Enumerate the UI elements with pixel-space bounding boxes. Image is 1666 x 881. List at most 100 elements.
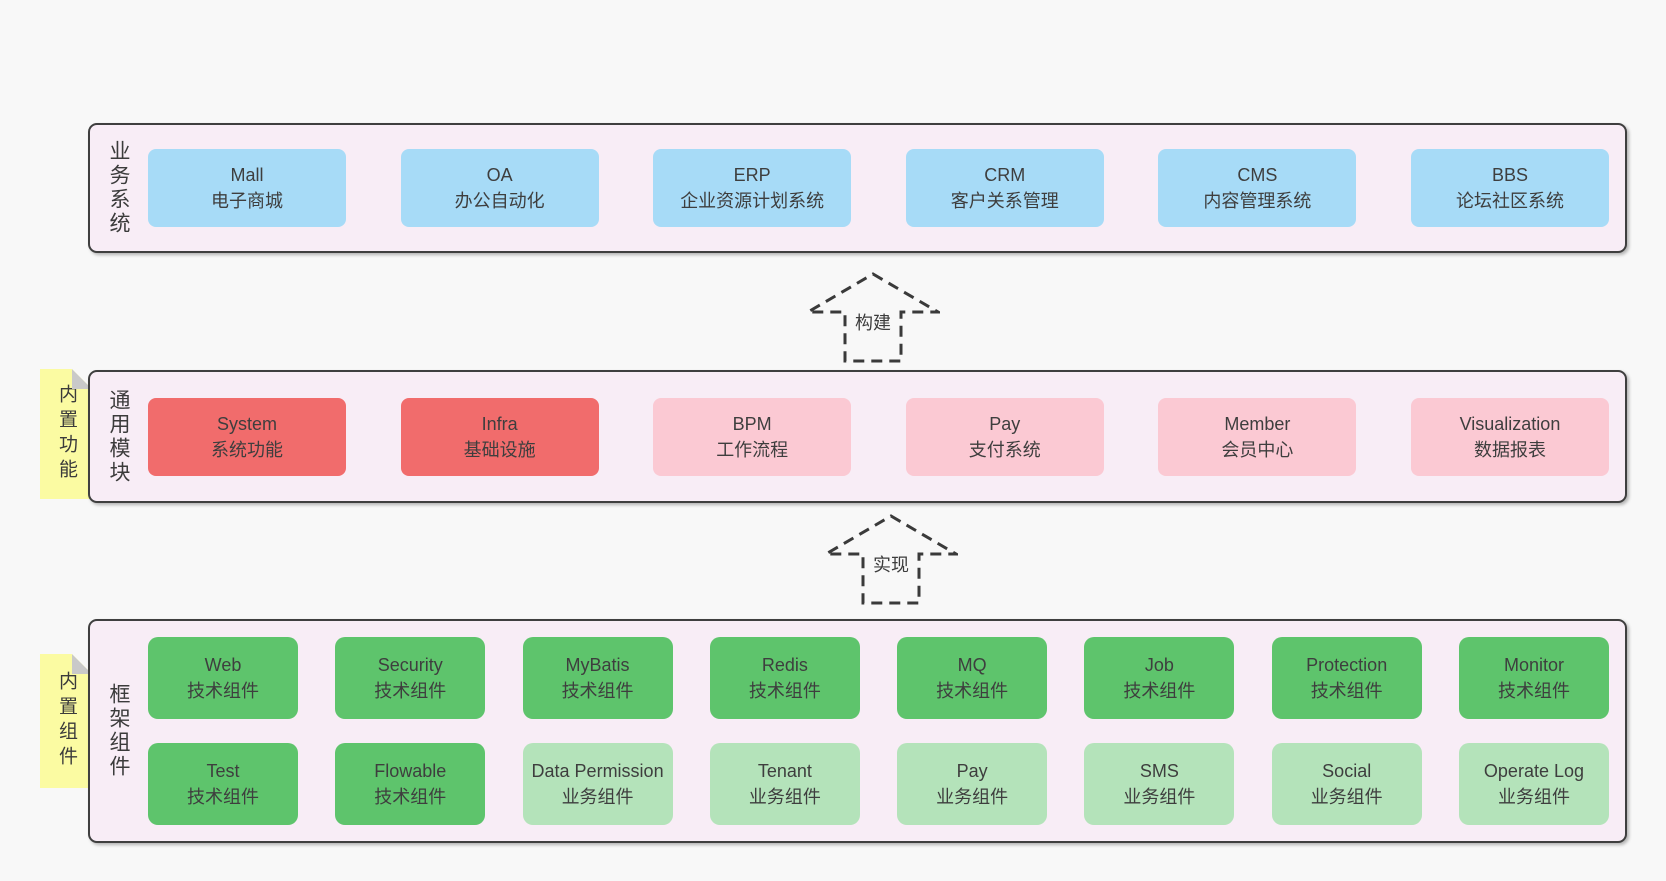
- node-pay-component: Pay 业务组件: [897, 743, 1048, 825]
- band-framework-components: 框架组件 Web 技术组件 Security 技术组件 MyBatis 技术组件: [88, 619, 1627, 843]
- node-subtitle: 企业资源计划系统: [680, 191, 825, 211]
- node-title: Social: [1322, 761, 1372, 781]
- node-subtitle: 业务组件: [1497, 787, 1570, 807]
- node-title: Operate Log: [1483, 761, 1584, 781]
- node-title: Job: [1144, 655, 1174, 675]
- arrow-implement: 实现: [824, 514, 958, 606]
- node-bpm: BPM 工作流程: [653, 397, 852, 476]
- node-subtitle: 业务组件: [1310, 787, 1383, 807]
- note-text: 内置功能: [56, 384, 77, 484]
- node-title: Protection: [1306, 655, 1388, 675]
- node-mybatis: MyBatis 技术组件: [522, 637, 673, 719]
- node-title: CMS: [1237, 165, 1278, 185]
- node-subtitle: 技术组件: [1123, 681, 1196, 701]
- node-title: Tenant: [757, 761, 812, 781]
- node-test: Test 技术组件: [148, 743, 298, 825]
- node-subtitle: 业务组件: [1123, 787, 1196, 807]
- node-subtitle: 客户关系管理: [950, 191, 1059, 211]
- node-operate-log: Operate Log 业务组件: [1458, 743, 1609, 825]
- node-title: Pay: [956, 761, 988, 781]
- node-subtitle: 技术组件: [187, 787, 259, 807]
- node-title: Mall: [230, 165, 264, 185]
- up-arrow-icon: [824, 514, 958, 605]
- node-subtitle: 业务组件: [561, 787, 634, 807]
- node-subtitle: 技术组件: [561, 681, 634, 701]
- node-title: MyBatis: [565, 655, 630, 675]
- node-sms: SMS 业务组件: [1084, 743, 1235, 825]
- arrow-label-implement: 实现: [870, 550, 912, 578]
- node-title: OA: [486, 165, 513, 185]
- node-security: Security 技术组件: [335, 637, 486, 719]
- node-subtitle: 系统功能: [211, 439, 283, 460]
- node-subtitle: 基础设施: [463, 439, 536, 460]
- node-subtitle: 技术组件: [1310, 681, 1383, 701]
- node-redis: Redis 技术组件: [709, 637, 860, 719]
- node-subtitle: 技术组件: [187, 681, 259, 701]
- node-protection: Protection 技术组件: [1271, 637, 1422, 719]
- node-data-permission: Data Permission 业务组件: [522, 743, 673, 825]
- node-title: MQ: [957, 655, 987, 675]
- node-subtitle: 会员中心: [1221, 439, 1294, 460]
- node-mall: Mall 电子商城: [148, 149, 346, 227]
- arrow-label-build: 构建: [852, 308, 894, 336]
- node-member: Member 会员中心: [1158, 397, 1357, 476]
- node-bbs: BBS 论坛社区系统: [1410, 149, 1609, 227]
- node-mq: MQ 技术组件: [897, 637, 1048, 719]
- band-label-business-systems: 业务系统: [107, 140, 130, 236]
- node-title: BBS: [1491, 165, 1528, 185]
- band-label-framework-components: 框架组件: [107, 683, 130, 779]
- node-crm: CRM 客户关系管理: [905, 149, 1104, 227]
- node-subtitle: 技术组件: [936, 681, 1009, 701]
- node-cms: CMS 内容管理系统: [1158, 149, 1357, 227]
- node-title: Infra: [481, 413, 518, 434]
- node-subtitle: 办公自动化: [454, 191, 545, 211]
- node-system: System 系统功能: [148, 397, 346, 476]
- node-title: BPM: [732, 413, 772, 434]
- node-subtitle: 内容管理系统: [1203, 191, 1312, 211]
- node-oa: OA 办公自动化: [400, 149, 599, 227]
- node-title: Flowable: [374, 761, 447, 781]
- note-text: 内置组件: [56, 671, 77, 771]
- node-tenant: Tenant 业务组件: [709, 743, 860, 825]
- node-subtitle: 电子商城: [211, 191, 283, 211]
- node-social: Social 业务组件: [1271, 743, 1422, 825]
- node-title: Web: [204, 655, 242, 675]
- node-subtitle: 技术组件: [748, 681, 821, 701]
- node-subtitle: 论坛社区系统: [1455, 191, 1564, 211]
- sticky-note-builtin-components: 内置组件: [40, 654, 92, 788]
- node-erp: ERP 企业资源计划系统: [653, 149, 852, 227]
- node-subtitle: 技术组件: [1497, 681, 1570, 701]
- node-subtitle: 业务组件: [936, 787, 1009, 807]
- node-title: SMS: [1139, 761, 1179, 781]
- node-title: Visualization: [1459, 413, 1561, 434]
- node-subtitle: 技术组件: [374, 787, 447, 807]
- node-subtitle: 工作流程: [716, 439, 789, 460]
- node-title: ERP: [733, 165, 771, 185]
- node-subtitle: 数据报表: [1473, 439, 1546, 460]
- node-visualization: Visualization 数据报表: [1410, 397, 1609, 476]
- node-monitor: Monitor 技术组件: [1458, 637, 1609, 719]
- node-web: Web 技术组件: [148, 637, 298, 719]
- node-title: System: [216, 413, 277, 434]
- node-subtitle: 支付系统: [968, 439, 1041, 460]
- node-job: Job 技术组件: [1084, 637, 1235, 719]
- node-infra: Infra 基础设施: [400, 397, 599, 476]
- node-title: CRM: [984, 165, 1026, 185]
- band-business-systems: 业务系统 Mall 电子商城 OA 办公自动化 ERP 企业资源计划系统 CRM…: [88, 123, 1627, 253]
- node-subtitle: 技术组件: [374, 681, 447, 701]
- node-title: Pay: [989, 413, 1021, 434]
- node-subtitle: 业务组件: [748, 787, 821, 807]
- arrow-build: 构建: [806, 272, 940, 364]
- band-common-modules: 通用模块 System 系统功能 Infra 基础设施 BPM 工作流程 Pay…: [88, 370, 1627, 503]
- node-flowable: Flowable 技术组件: [335, 743, 486, 825]
- node-title: Security: [377, 655, 443, 675]
- node-pay-module: Pay 支付系统: [905, 397, 1104, 476]
- up-arrow-icon: [806, 272, 940, 363]
- node-title: Monitor: [1503, 655, 1564, 675]
- node-title: Redis: [761, 655, 808, 675]
- node-title: Member: [1224, 413, 1291, 434]
- band-label-common-modules: 通用模块: [107, 388, 130, 485]
- node-title: Data Permission: [531, 761, 664, 781]
- node-title: Test: [206, 761, 240, 781]
